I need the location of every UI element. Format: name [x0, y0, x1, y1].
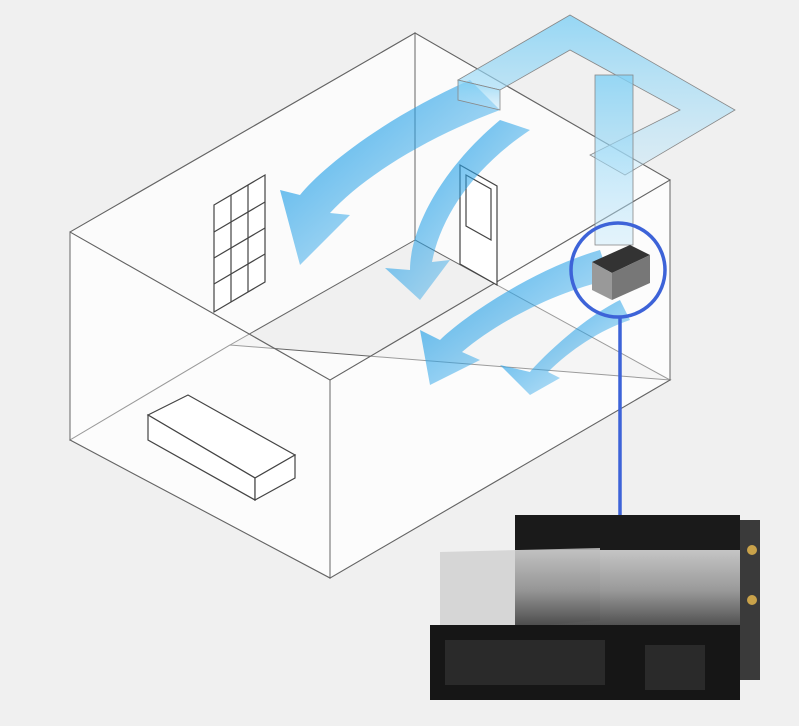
window-icon: [213, 173, 266, 314]
indoor-unit: [592, 245, 650, 300]
highlight-circle: [569, 221, 667, 319]
air-duct: [456, 14, 736, 246]
sofa-icon: [146, 394, 297, 502]
airflow-arrow: [280, 80, 630, 395]
door-icon: [459, 163, 498, 287]
room-outline: [68, 32, 672, 579]
indoor-unit-detail: [430, 515, 760, 700]
